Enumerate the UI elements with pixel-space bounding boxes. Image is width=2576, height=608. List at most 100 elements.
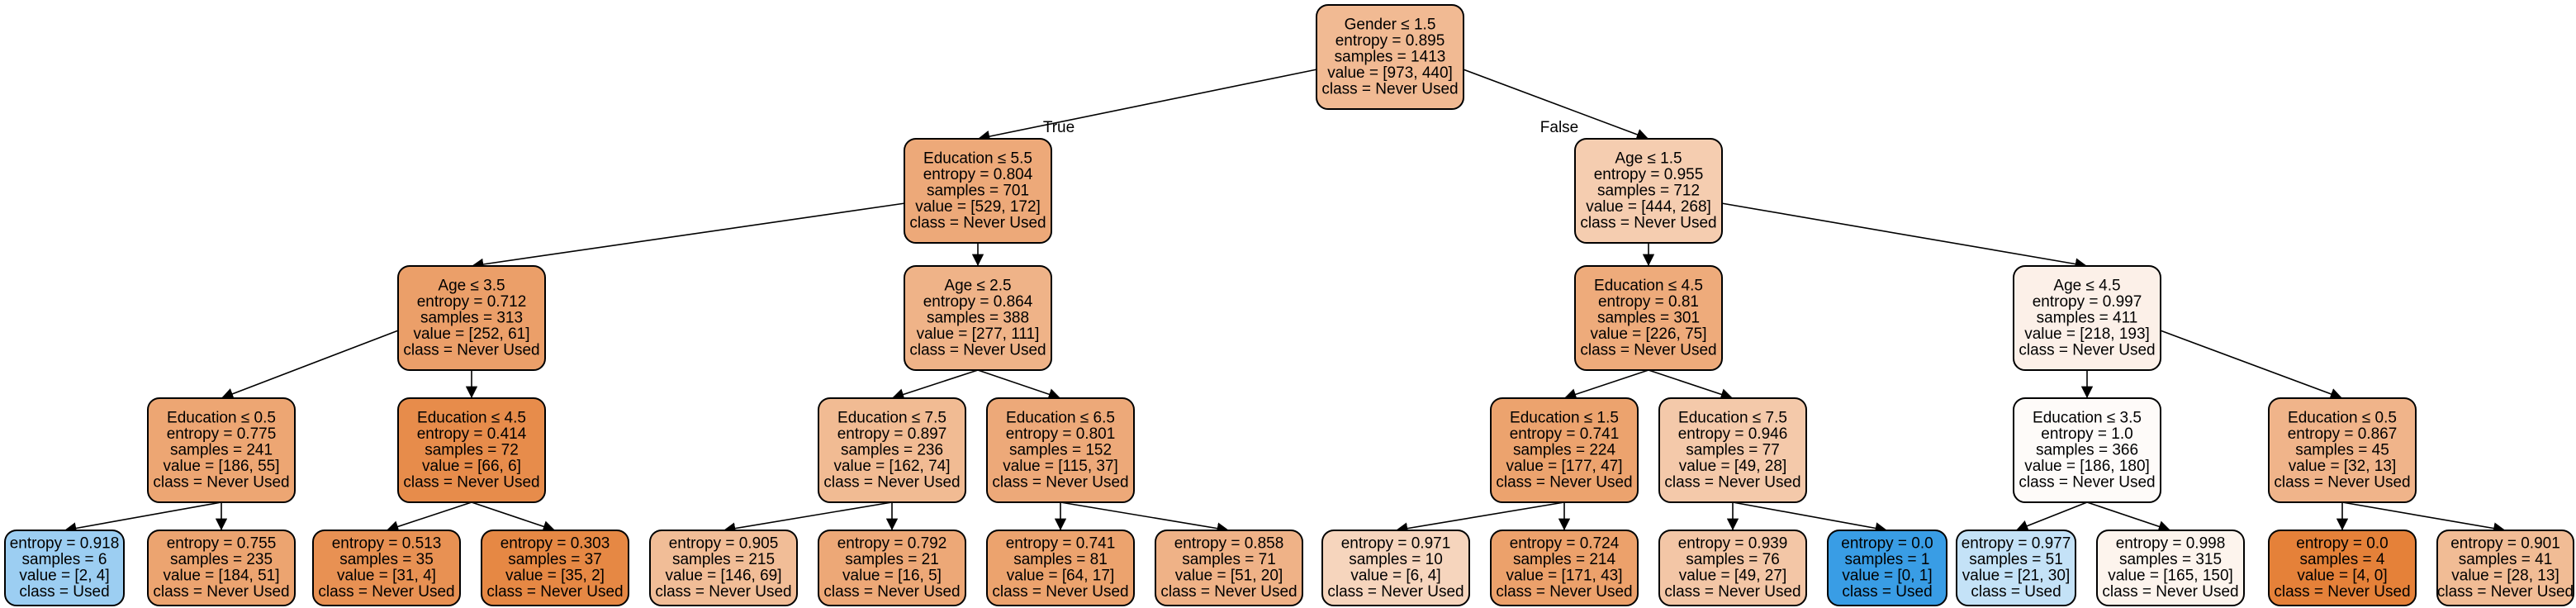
node-box — [2436, 530, 2574, 606]
node-box — [312, 530, 461, 606]
edge-n8-n17 — [386, 501, 472, 533]
edge-labels-layer: True False — [1043, 119, 1578, 136]
node-line: entropy = 0.971 — [1341, 535, 1451, 553]
node-line: entropy = 0.955 — [1594, 166, 1704, 183]
edge-label-false: False — [1540, 119, 1578, 136]
node-line: value = [35, 2] — [505, 568, 605, 585]
node-line: class = Never Used — [2019, 473, 2155, 491]
edge-label-true: True — [1043, 119, 1075, 136]
node-line: samples = 224 — [1513, 441, 1616, 458]
edge-n0-n2 — [1463, 69, 1649, 140]
node-line: entropy = 0.897 — [837, 425, 947, 443]
node-line: samples = 411 — [2037, 309, 2138, 326]
node-line: entropy = 0.895 — [1335, 32, 1445, 50]
node-line: value = [31, 4] — [337, 568, 436, 585]
node-line: value = [171, 43] — [1506, 568, 1622, 585]
node-line: samples = 1 — [1845, 551, 1930, 568]
node-line: entropy = 0.741 — [1006, 535, 1116, 553]
node-box — [4, 530, 125, 606]
node-line: Education ≤ 5.5 — [923, 150, 1032, 167]
node-box — [397, 265, 546, 371]
node-line: samples = 215 — [672, 551, 775, 568]
edge-n5-n11 — [1563, 369, 1649, 401]
edge-n5-n12 — [1648, 369, 1734, 401]
edge-n13-n28 — [2086, 501, 2171, 533]
node-line: Education ≤ 4.5 — [417, 409, 526, 426]
node-line: value = [218, 193] — [2024, 325, 2150, 343]
node-line: entropy = 0.858 — [1174, 535, 1284, 553]
node-line: samples = 241 — [170, 441, 273, 458]
node-line: value = [165, 150] — [2108, 568, 2233, 585]
node-line: entropy = 0.792 — [837, 535, 947, 553]
node-line: class = Never Used — [153, 473, 289, 491]
node-line: value = [162, 74] — [833, 458, 950, 475]
node-line: entropy = 0.804 — [923, 166, 1033, 183]
node-line: samples = 76 — [1686, 551, 1780, 568]
node-line: class = Never Used — [2102, 583, 2238, 601]
node-box — [818, 530, 966, 606]
node-line: Education ≤ 4.5 — [1594, 277, 1703, 294]
node-line: class = Never Used — [1496, 473, 1632, 491]
node-box — [2268, 530, 2417, 606]
node-box — [904, 265, 1052, 371]
node-line: samples = 6 — [22, 551, 107, 568]
node-line: samples = 72 — [425, 441, 519, 458]
edge-n7-n15 — [64, 501, 222, 534]
node-line: samples = 51 — [1969, 551, 2063, 568]
node-box — [818, 397, 966, 503]
node-line: class = Never Used — [2019, 341, 2155, 359]
edge-n10-n22 — [1060, 501, 1230, 534]
node-line: samples = 37 — [508, 551, 602, 568]
node-line: samples = 45 — [2295, 441, 2389, 458]
edge-n11-n23 — [1395, 501, 1565, 534]
node-box — [904, 138, 1052, 244]
node-line: entropy = 0.905 — [669, 535, 779, 553]
node-line: class = Never Used — [655, 583, 791, 601]
node-line: samples = 21 — [845, 551, 939, 568]
node-line: entropy = 0.712 — [417, 293, 527, 311]
node-line: samples = 41 — [2459, 551, 2553, 568]
node-line: samples = 214 — [1513, 551, 1616, 568]
node-line: entropy = 0.0 — [1841, 535, 1933, 553]
node-line: entropy = 0.81 — [1598, 293, 1699, 311]
node-line: class = Never Used — [1580, 214, 1716, 231]
node-line: Education ≤ 7.5 — [1678, 409, 1787, 426]
node-box — [481, 530, 629, 606]
node-line: samples = 315 — [2119, 551, 2222, 568]
node-line: class = Never Used — [909, 214, 1046, 231]
node-line: value = [28, 13] — [2451, 568, 2559, 585]
node-line: value = [146, 69] — [665, 568, 781, 585]
node-line: class = Never Used — [1160, 583, 1297, 601]
node-box — [986, 397, 1135, 503]
node-line: class = Used — [19, 583, 109, 601]
node-line: class = Used — [1971, 583, 2061, 601]
node-line: class = Never Used — [2437, 583, 2574, 601]
node-line: value = [444, 268] — [1586, 198, 1711, 216]
node-line: class = Never Used — [1580, 341, 1716, 359]
node-box — [986, 530, 1135, 606]
node-box — [1316, 4, 1464, 110]
node-line: entropy = 0.864 — [923, 293, 1033, 311]
edge-n2-n6 — [1721, 202, 2088, 270]
node-line: samples = 4 — [2300, 551, 2385, 568]
node-line: entropy = 0.414 — [417, 425, 527, 443]
node-line: samples = 236 — [841, 441, 943, 458]
node-line: value = [184, 51] — [163, 568, 279, 585]
node-line: class = Never Used — [992, 473, 1128, 491]
edge-n0-n1 — [977, 69, 1317, 143]
node-box — [1321, 530, 1470, 606]
node-line: samples = 701 — [927, 182, 1029, 199]
node-line: Gender ≤ 1.5 — [1345, 16, 1436, 33]
node-line: value = [21, 30] — [1962, 568, 2070, 585]
edge-n4-n9 — [891, 369, 979, 401]
